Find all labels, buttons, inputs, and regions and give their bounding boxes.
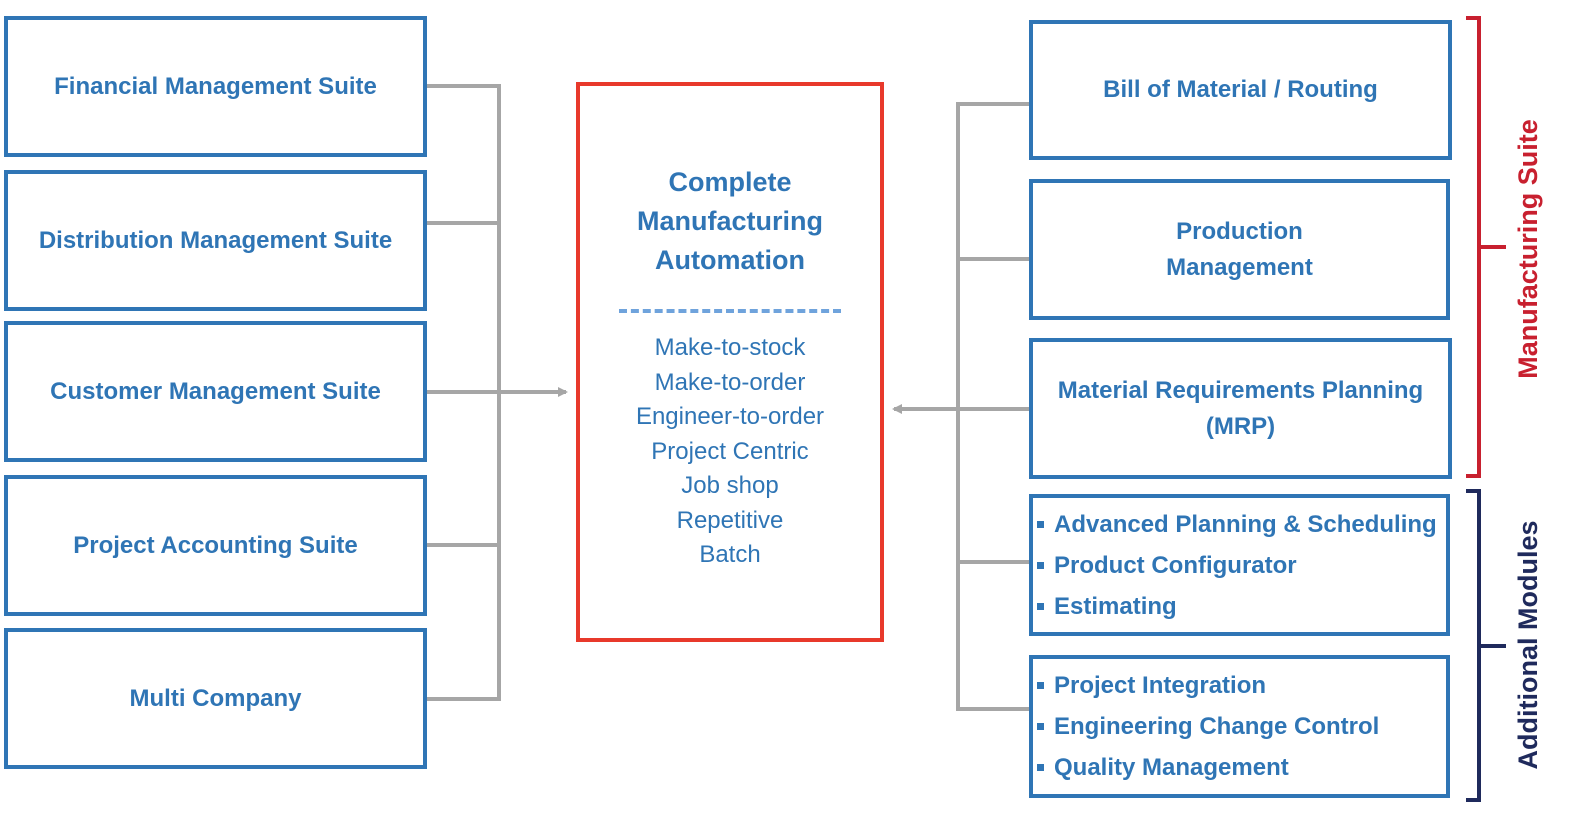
center-item: Project Centric: [651, 437, 809, 465]
center-item: Make-to-order: [654, 368, 806, 396]
center-item: Engineer-to-order: [635, 403, 825, 430]
distribution-management-suite-box: Distribution Management Suite: [4, 170, 427, 311]
center-item-list: Make-to-stock Make-to-order Engineer-to-…: [580, 331, 880, 573]
list-item: Advanced Planning & Scheduling: [1037, 504, 1437, 545]
list-item-label: Product Configurator: [1054, 551, 1297, 579]
project-accounting-suite-box: Project Accounting Suite: [4, 475, 427, 616]
box-label: Customer Management Suite: [50, 377, 381, 405]
bullet-icon: [1037, 602, 1044, 610]
box-label-line: Production: [1176, 217, 1303, 245]
production-management-box: Production Management: [1029, 179, 1450, 320]
box-label: Multi Company: [129, 684, 302, 712]
box-label: Bill of Material / Routing: [1103, 76, 1378, 103]
center-item: Make-to-stock: [654, 334, 806, 361]
box-label: Project Accounting Suite: [73, 531, 358, 559]
additional-bracket: [1466, 489, 1506, 802]
bill-of-material-routing-box: Bill of Material / Routing: [1029, 20, 1452, 160]
manufacturing-bracket: [1466, 16, 1506, 478]
box-label: Distribution Management Suite: [38, 226, 393, 254]
center-title-line: Automation: [655, 245, 805, 275]
list-item: Estimating: [1037, 586, 1177, 627]
center-title-line: Complete: [668, 167, 792, 197]
center-item: Repetitive: [676, 506, 784, 534]
list-item-label: Estimating: [1054, 592, 1177, 620]
box-label: Financial Management Suite: [54, 72, 377, 100]
manufacturing-suite-label: Manufacturing Suite: [1513, 119, 1543, 379]
center-item: Job shop: [681, 472, 779, 499]
list-item: Product Configurator: [1037, 545, 1297, 586]
list-item: Quality Management: [1037, 747, 1289, 788]
financial-management-suite-box: Financial Management Suite: [4, 16, 427, 157]
bullet-icon: [1037, 682, 1044, 689]
complete-manufacturing-automation-box: Complete Manufacturing Automation Make-t…: [576, 82, 884, 642]
box-label-line: (MRP): [1205, 412, 1276, 440]
mrp-box: Material Requirements Planning (MRP): [1029, 338, 1452, 479]
box-label-line: Material Requirements Planning: [1057, 376, 1424, 404]
center-title: Complete Manufacturing Automation: [580, 163, 880, 280]
list-item-label: Quality Management: [1054, 754, 1289, 781]
box-label-line: Management: [1166, 253, 1313, 281]
dashed-divider: [619, 309, 841, 313]
list-item-label: Project Integration: [1054, 672, 1267, 699]
customer-management-suite-box: Customer Management Suite: [4, 321, 427, 462]
list-item-label: Engineering Change Control: [1054, 713, 1380, 740]
multi-company-box: Multi Company: [4, 628, 427, 769]
additional-modules-box-2: Project Integration Engineering Change C…: [1029, 655, 1450, 798]
list-item: Engineering Change Control: [1037, 706, 1379, 747]
list-item-label: Advanced Planning & Scheduling: [1054, 510, 1437, 538]
bullet-icon: [1037, 561, 1044, 569]
bullet-icon: [1037, 723, 1044, 730]
additional-modules-label: Additional Modules: [1513, 520, 1543, 770]
additional-modules-box-1: Advanced Planning & Scheduling Product C…: [1029, 494, 1450, 636]
bullet-icon: [1037, 520, 1044, 528]
center-item: Batch: [699, 541, 761, 568]
list-item: Project Integration: [1037, 665, 1266, 706]
center-title-line: Manufacturing: [637, 206, 823, 236]
bullet-icon: [1037, 764, 1044, 771]
